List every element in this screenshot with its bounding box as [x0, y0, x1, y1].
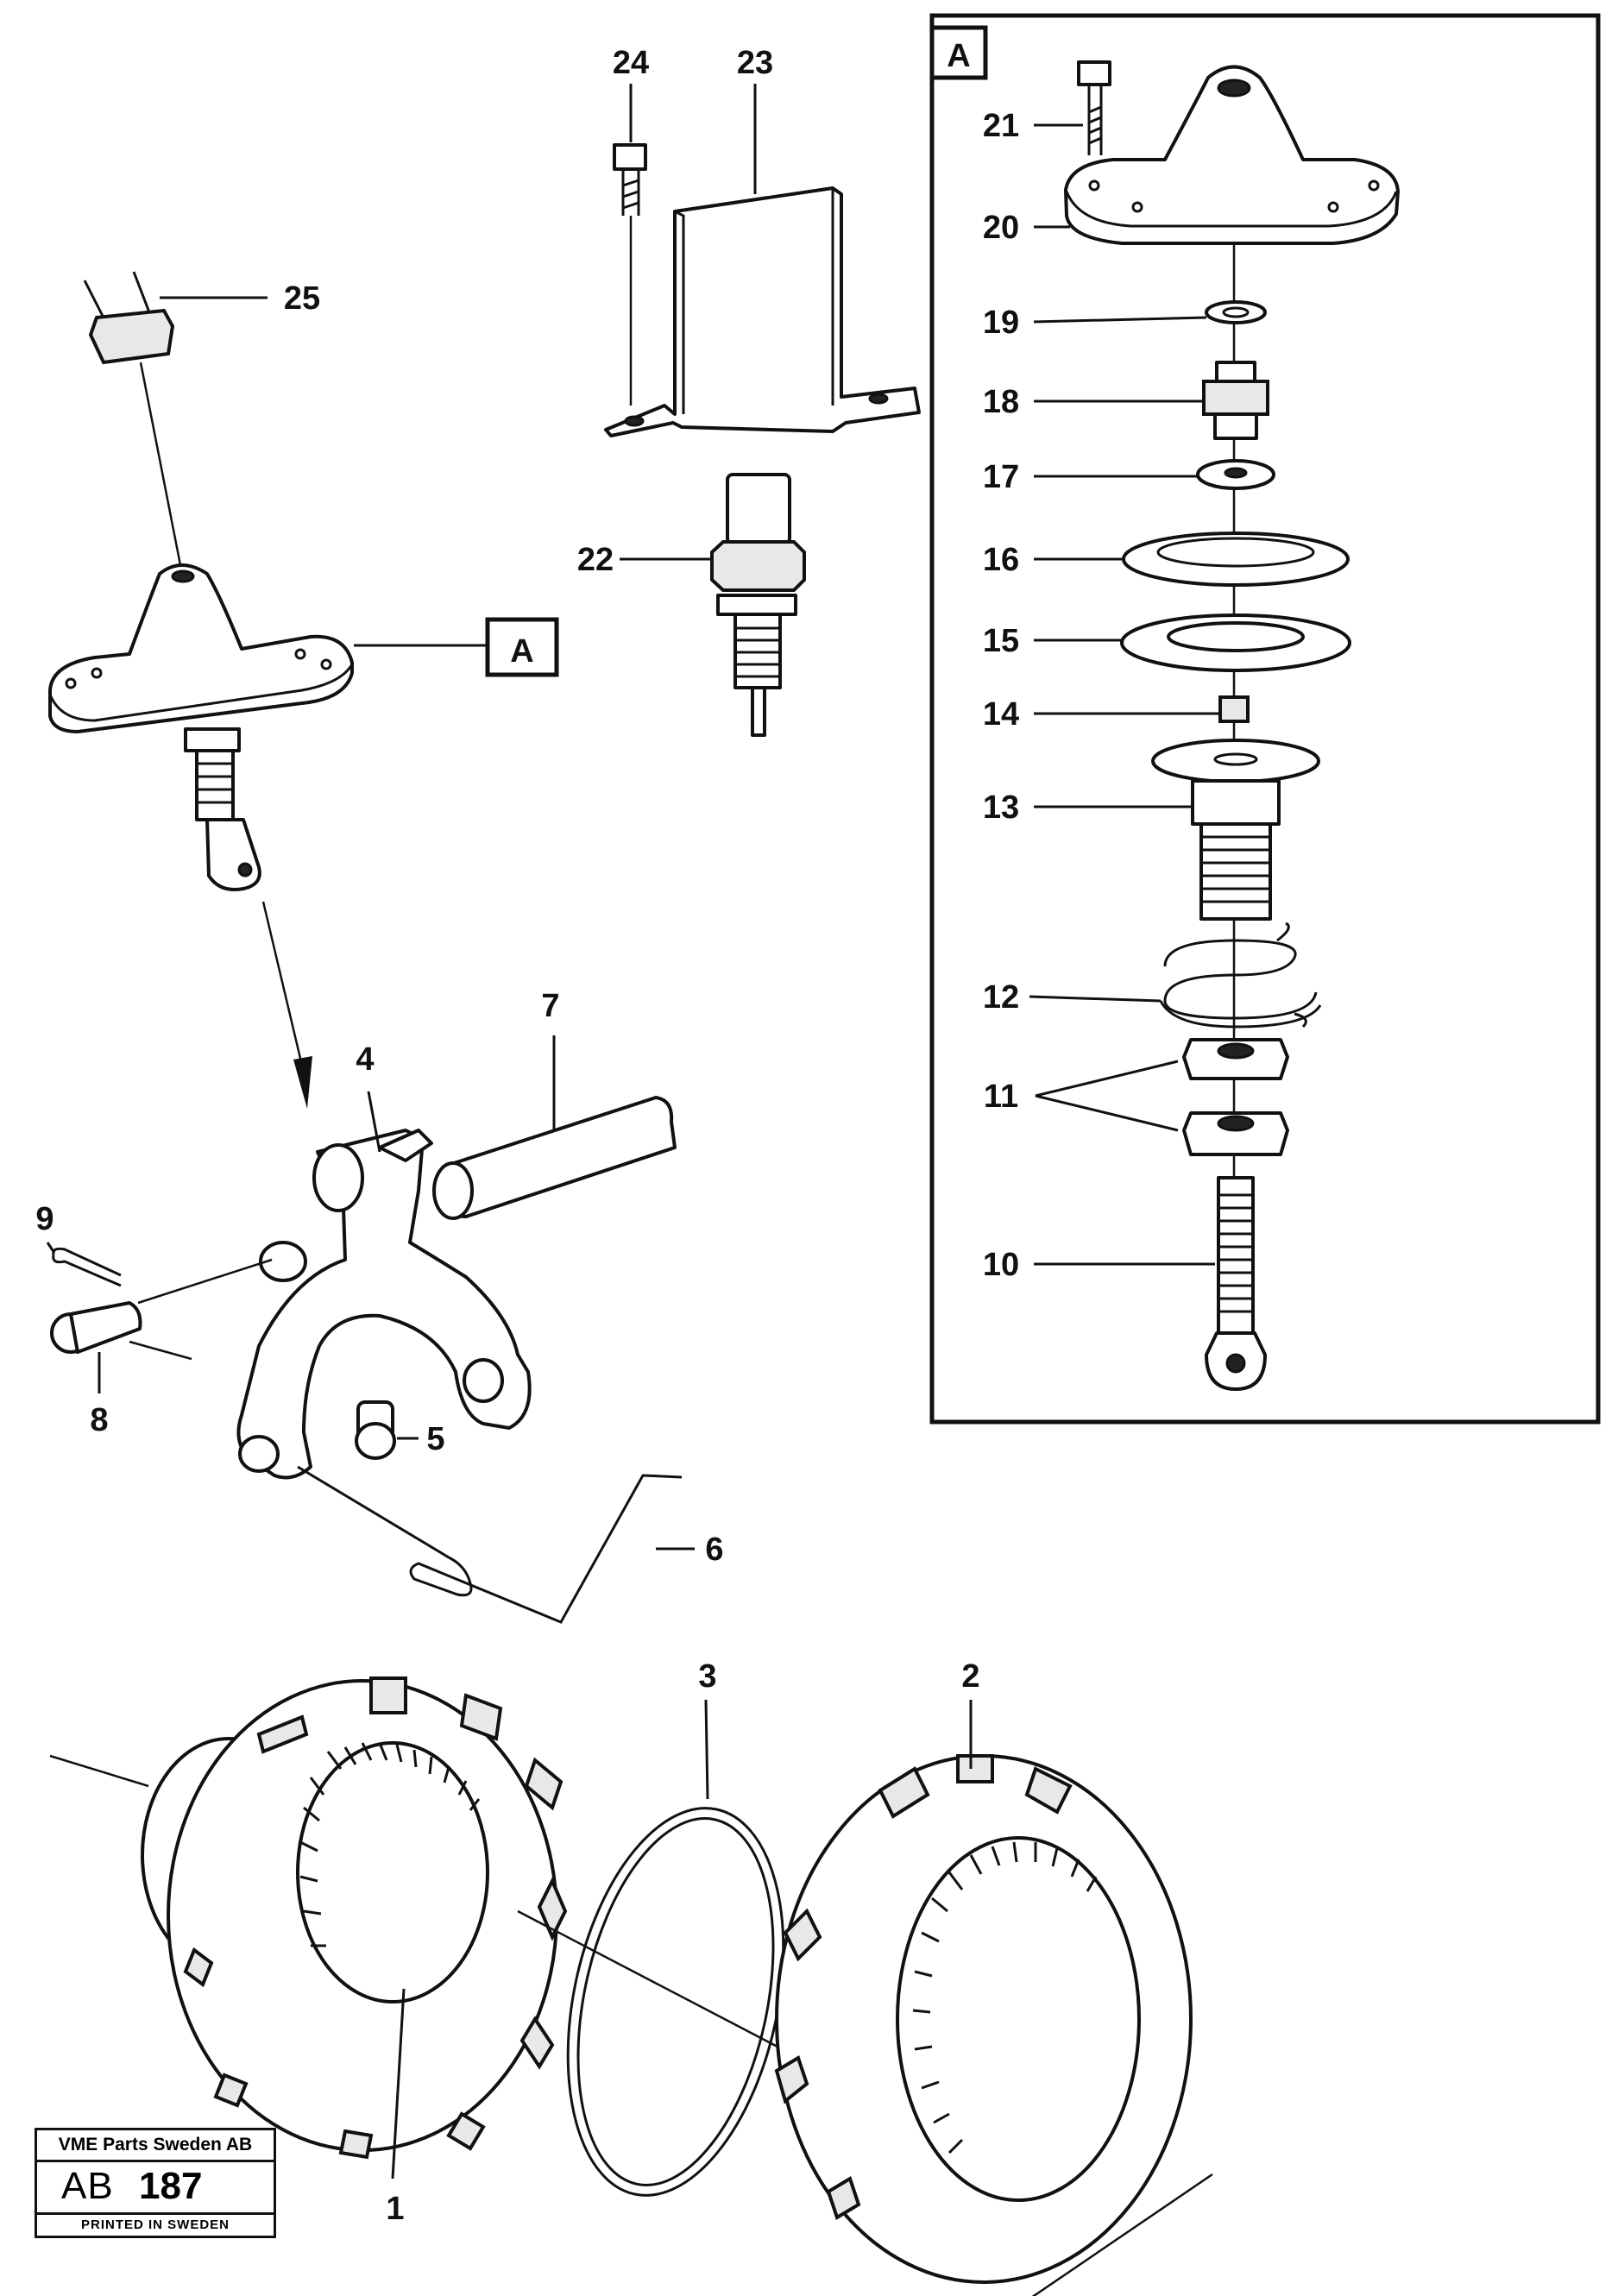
- callout-6: 6: [705, 1532, 723, 1568]
- spring-wire-6: [297, 1465, 683, 1624]
- bolt-24: [613, 143, 647, 406]
- callout-20: 20: [983, 210, 1019, 246]
- split-pin-9: [52, 1247, 122, 1287]
- callout-15: 15: [983, 623, 1019, 659]
- pin-7: [432, 1096, 677, 1220]
- stamp-prefix: AB: [61, 2165, 114, 2207]
- callout-21: 21: [983, 108, 1019, 144]
- detail-a-ref-box: [485, 617, 559, 677]
- cover-boot-20: [1064, 65, 1400, 245]
- nut-11-lower: [1182, 1111, 1289, 1156]
- callout-24: 24: [613, 45, 649, 81]
- callout-7: 7: [541, 988, 559, 1024]
- callout-8: 8: [90, 1402, 108, 1438]
- threaded-sleeve-13: [1151, 739, 1320, 921]
- detail-a-label: A: [947, 38, 970, 74]
- callout-23: 23: [737, 45, 773, 81]
- plunger-18: [1202, 361, 1269, 440]
- bolt-21: [1077, 60, 1111, 155]
- shift-rod-25: [83, 271, 183, 570]
- callout-12: 12: [983, 979, 1019, 1016]
- callout-17: 17: [983, 459, 1019, 495]
- nut-11-upper: [1182, 1038, 1289, 1080]
- eye-bolt-10: [1205, 1176, 1267, 1391]
- clevis-pin-8: [50, 1258, 273, 1361]
- washer-19: [1205, 300, 1267, 324]
- callout-14: 14: [983, 696, 1019, 733]
- housing-cover: [48, 563, 354, 891]
- stamp-number: 187: [139, 2165, 203, 2207]
- spring-12: [1159, 922, 1322, 1028]
- coupling-sleeve-1: [141, 1676, 568, 2160]
- callout-1: 1: [386, 2191, 404, 2227]
- o-ring-3: [566, 1807, 785, 2197]
- callout-19: 19: [983, 305, 1019, 341]
- detail-a-label-box: [929, 25, 988, 80]
- disc-16: [1122, 532, 1350, 587]
- bushing-14: [1218, 695, 1250, 723]
- callout-10: 10: [983, 1247, 1019, 1283]
- detail-a-frame: [929, 13, 1601, 1425]
- stamp-footer: PRINTED IN SWEDEN: [37, 2212, 274, 2236]
- sensor-22: [710, 473, 806, 737]
- callout-5: 5: [426, 1421, 444, 1457]
- callout-4: 4: [356, 1041, 374, 1078]
- detail-a-ref-label: A: [510, 633, 533, 670]
- coupling-ring-2: [774, 1754, 1193, 2284]
- bracket-23: [604, 186, 921, 437]
- pivot-5: [355, 1400, 396, 1460]
- callout-18: 18: [983, 384, 1019, 420]
- callout-9: 9: [35, 1201, 54, 1237]
- callout-13: 13: [983, 789, 1019, 826]
- stamp-company: VME Parts Sweden AB: [37, 2130, 274, 2162]
- parts-stamp: VME Parts Sweden AB AB 187 PRINTED IN SW…: [35, 2128, 276, 2238]
- callout-25: 25: [284, 280, 320, 317]
- shift-fork-4: [236, 1129, 532, 1480]
- callout-3: 3: [698, 1658, 716, 1695]
- callout-2: 2: [961, 1658, 979, 1695]
- callout-11: 11: [984, 1079, 1018, 1115]
- callout-22: 22: [577, 542, 614, 578]
- callout-16: 16: [983, 542, 1019, 578]
